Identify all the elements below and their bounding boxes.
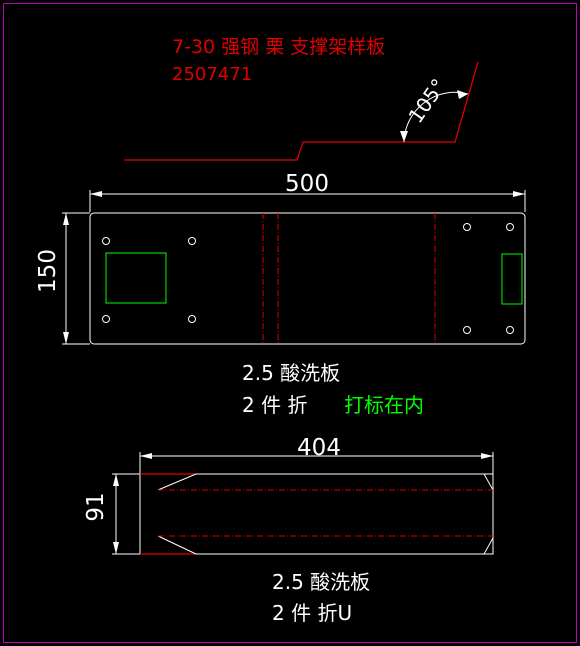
plate-outline (140, 473, 494, 555)
width-dimension-label: 500 (285, 171, 329, 197)
dimension-arrow (140, 453, 152, 459)
notch-line (483, 473, 494, 491)
hole (506, 326, 514, 334)
angle-arc (403, 91, 469, 143)
notch-line (157, 535, 197, 555)
hole (506, 223, 514, 231)
dimension-arrow (513, 191, 525, 197)
hole (463, 223, 471, 231)
notch-line (157, 473, 197, 491)
hole (463, 326, 471, 334)
height-dimension-label: 150 (35, 249, 61, 293)
dimension-arrow (63, 332, 69, 344)
plate-outline (89, 212, 526, 345)
plate-2: 404 91 (83, 435, 494, 555)
angle-arrow (400, 131, 408, 142)
hole (188, 237, 196, 245)
dimension-arrow (63, 213, 69, 225)
plate1-spec: 2.5 酸洗板 (242, 361, 340, 385)
angle-arrow (457, 90, 468, 99)
hole (188, 315, 196, 323)
plate1-qty: 2 件 折 (242, 393, 307, 417)
notch-line (483, 537, 494, 555)
drawing-code: 2507471 (172, 64, 252, 85)
width-dimension-label: 404 (297, 435, 341, 461)
dimension-arrow (113, 542, 119, 554)
drawing-frame (3, 3, 577, 643)
plate2-spec: 2.5 酸洗板 (272, 570, 370, 594)
cutout-square (105, 252, 167, 304)
cutout-slot (501, 253, 523, 305)
plate2-qty: 2 件 折U (272, 601, 352, 625)
drawing-title: 7-30 强钢 栗 支撑架样板 (172, 36, 385, 58)
hole (102, 315, 110, 323)
height-dimension-label: 91 (83, 492, 109, 521)
plate-1: 500 150 (35, 171, 526, 345)
dimension-arrow (113, 474, 119, 486)
profile-line (124, 61, 479, 161)
plate-outline-ghost (140, 474, 493, 554)
plate1-note: 打标在内 (344, 393, 424, 417)
hole (102, 237, 110, 245)
dimension-arrow (481, 453, 493, 459)
angle-label: 105° (403, 74, 450, 127)
dimension-arrow (90, 191, 102, 197)
